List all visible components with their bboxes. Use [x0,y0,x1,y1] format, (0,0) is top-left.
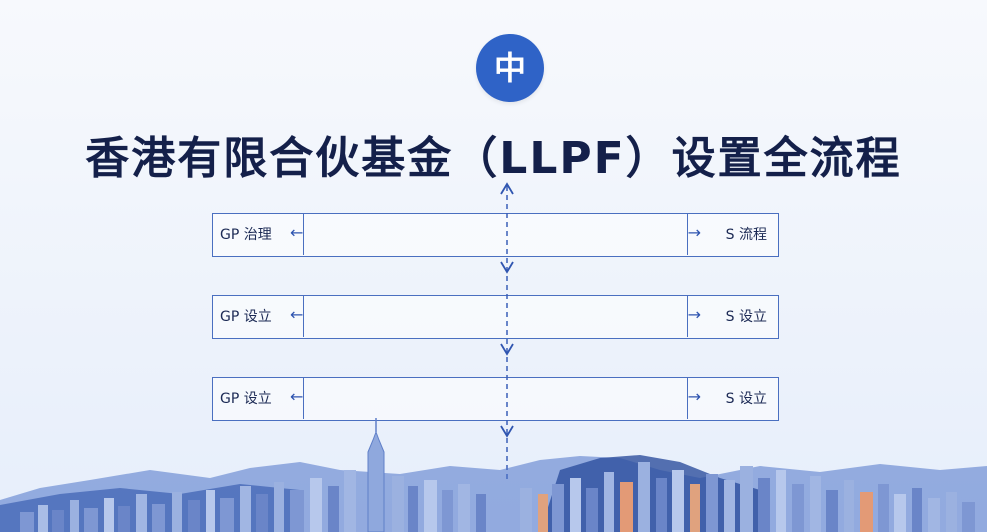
flow-row-2: GP 设立 ← → S 设立 [212,295,779,339]
gp-cell: GP 设立 [212,377,304,419]
gp-cell: GP 设立 [212,295,304,337]
flow-row-1: GP 治理 ← → S 流程 [212,213,779,257]
arrow-left-icon: ← [290,305,304,324]
flow-row-frame [212,295,779,339]
arrow-right-icon: → [687,223,701,242]
arrow-down-icon [500,261,514,274]
skyline-illustration [0,418,987,532]
gp-label: GP 设立 [220,391,272,407]
gp-label: GP 治理 [220,227,272,243]
s-cell: S 设立 [687,295,779,337]
arrow-left-icon: ← [290,387,304,406]
s-cell: S 流程 [687,213,779,255]
arrow-down-icon [500,425,514,438]
s-cell: S 设立 [687,377,779,419]
s-label: S 设立 [725,391,767,407]
flow-row-3: GP 设立 ← → S 设立 [212,377,779,421]
page-title: 香港有限合伙基金（LLPF）设置全流程 [85,133,902,184]
gp-cell: GP 治理 [212,213,304,255]
gp-label: GP 设立 [220,309,272,325]
arrow-right-icon: → [687,305,701,324]
arrow-up-icon [500,182,514,195]
arrow-left-icon: ← [290,223,304,242]
vertical-connector [500,182,514,482]
arrow-down-icon [500,343,514,356]
s-label: S 流程 [725,227,767,243]
flow-row-frame [212,377,779,421]
flow-row-frame [212,213,779,257]
logo-glyph: 中 [493,49,526,87]
arrow-right-icon: → [687,387,701,406]
brand-logo: 中 [476,34,544,102]
s-label: S 设立 [725,309,767,325]
